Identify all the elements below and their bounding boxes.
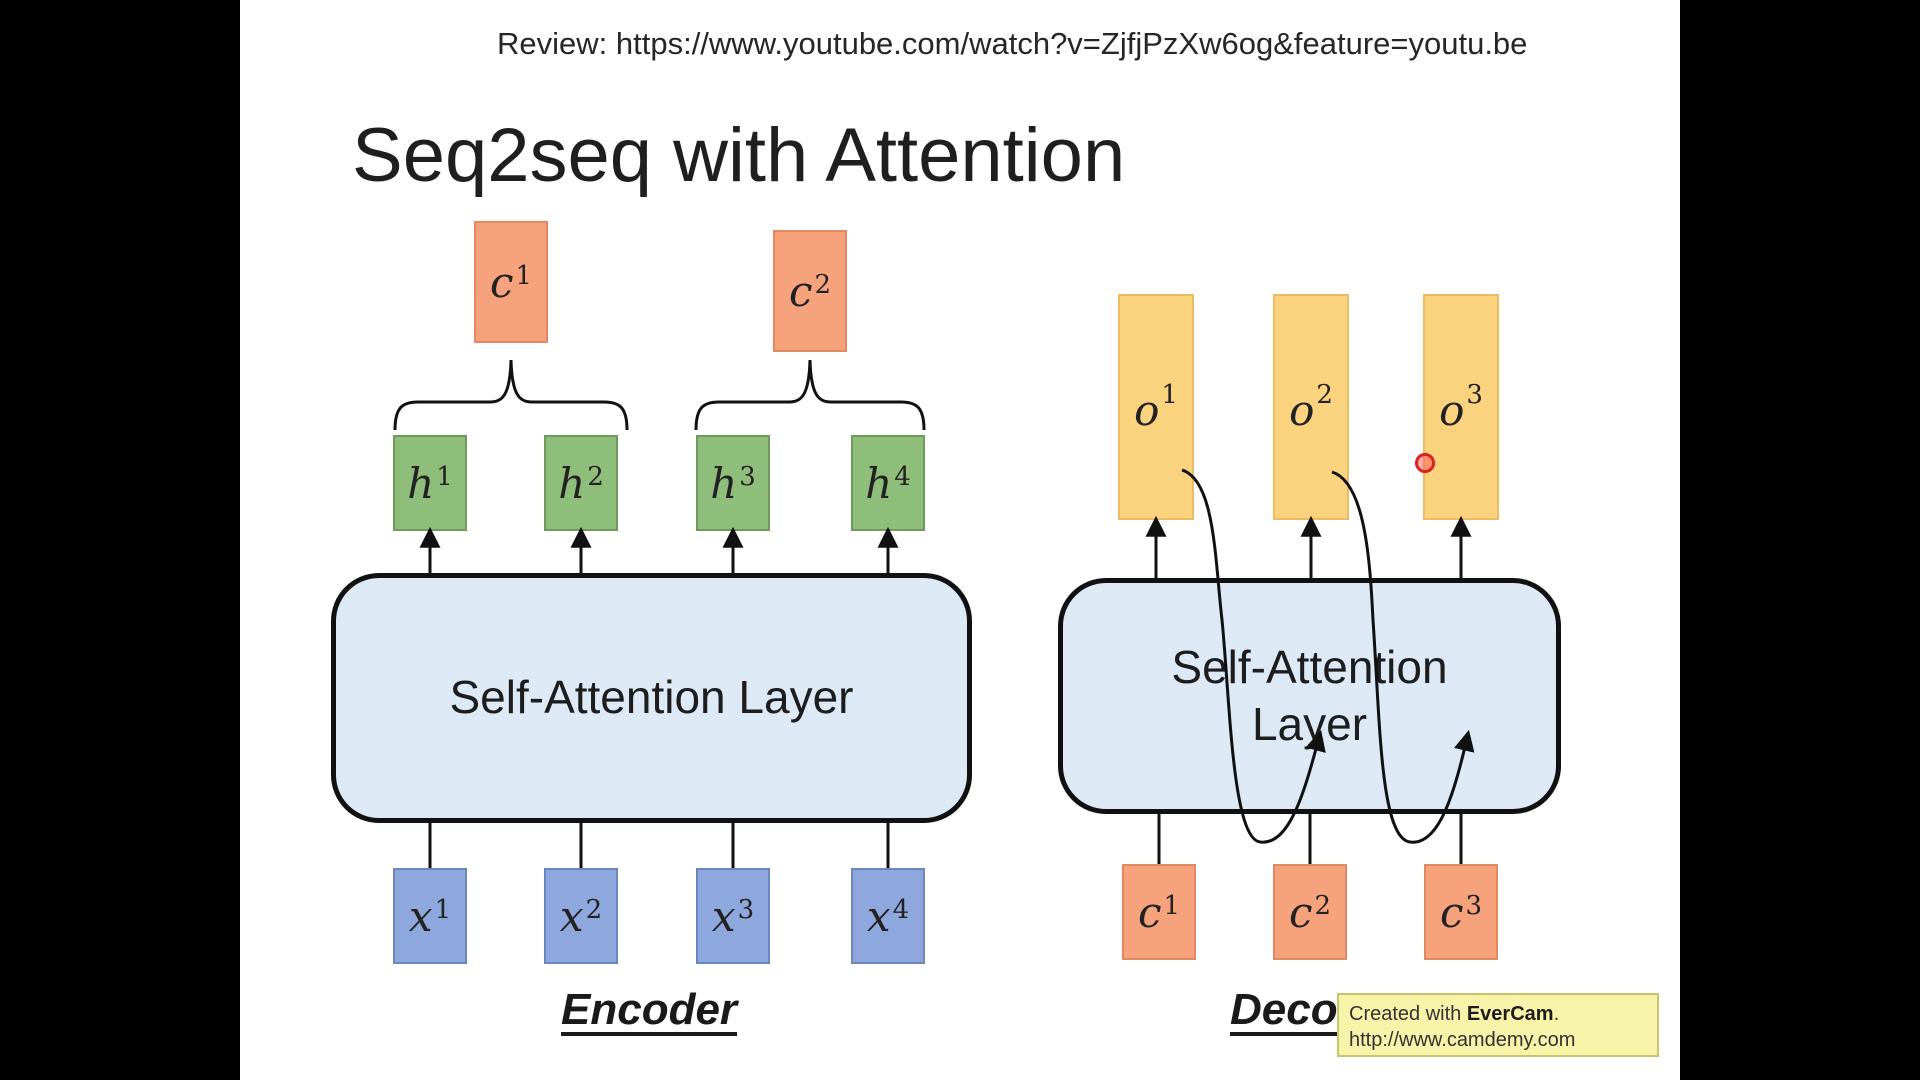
box-symbol: h [710,458,738,508]
box-symbol: x [711,891,736,941]
box-superscript: 2 [1314,891,1332,921]
box-symbol: h [558,458,586,508]
encoder-label: Encoder [561,985,738,1034]
box-superscript: 4 [892,895,910,925]
box-superscript: 4 [894,462,911,492]
box-superscript: 2 [814,270,832,300]
box-superscript: 2 [1316,380,1333,410]
box-superscript: 2 [587,462,604,492]
decoder-self-attention-layer: Self-Attention Layer [1058,578,1561,814]
watermark-brand: EverCam [1466,1003,1554,1025]
pointer-marker [1415,453,1435,473]
box-superscript: 1 [515,261,533,291]
box-symbol: h [865,458,893,508]
box-superscript: 1 [434,895,452,925]
box-superscript: 1 [436,462,453,492]
box-superscript: 1 [1163,891,1181,921]
feedback-loop-1 [1181,468,1326,844]
decoder-layer-label-line1: Self-Attention [1171,640,1448,693]
diagram-connectors [393,359,1475,868]
box-symbol: o [1134,386,1160,435]
box-symbol: x [559,891,584,941]
watermark-prefix: Created with [1349,1003,1467,1025]
watermark-url[interactable]: http://www.camdemy.com [1349,1029,1576,1051]
box-symbol: o [1289,386,1315,435]
encoder-layer-label: Self-Attention Layer [449,671,854,724]
box-symbol: h [407,458,435,508]
evercam-watermark: Created with EverCam. http://www.camdemy… [1337,993,1659,1057]
slide-title: Seq2seq with Attention [352,113,1126,198]
box-symbol: c [788,266,813,316]
box-symbol: c [1288,887,1313,937]
box-symbol: c [1137,887,1162,937]
box-superscript: 1 [1161,380,1178,410]
encoder-brace-1 [393,359,629,431]
box-symbol: x [408,891,433,941]
box-superscript: 2 [585,895,603,925]
watermark-line-1: Created with EverCam. [1349,1001,1647,1027]
feedback-loop-2 [1331,470,1475,844]
box-superscript: 3 [737,895,755,925]
box-symbol: x [866,891,891,941]
box-symbol: c [1439,887,1464,937]
box-superscript: 3 [739,462,756,492]
box-symbol: o [1439,386,1465,435]
watermark-suffix: . [1553,1003,1560,1025]
decoder-label: Deco [1230,985,1338,1034]
box-symbol: c [489,257,514,307]
box-superscript: 3 [1465,891,1483,921]
slide: Review: https://www.youtube.com/watch?v=… [240,0,1680,1080]
encoder-self-attention-layer: Self-Attention Layer [331,573,972,823]
encoder-brace-2 [694,359,926,431]
box-superscript: 3 [1466,380,1483,410]
review-link-text[interactable]: Review: https://www.youtube.com/watch?v=… [497,26,1528,61]
